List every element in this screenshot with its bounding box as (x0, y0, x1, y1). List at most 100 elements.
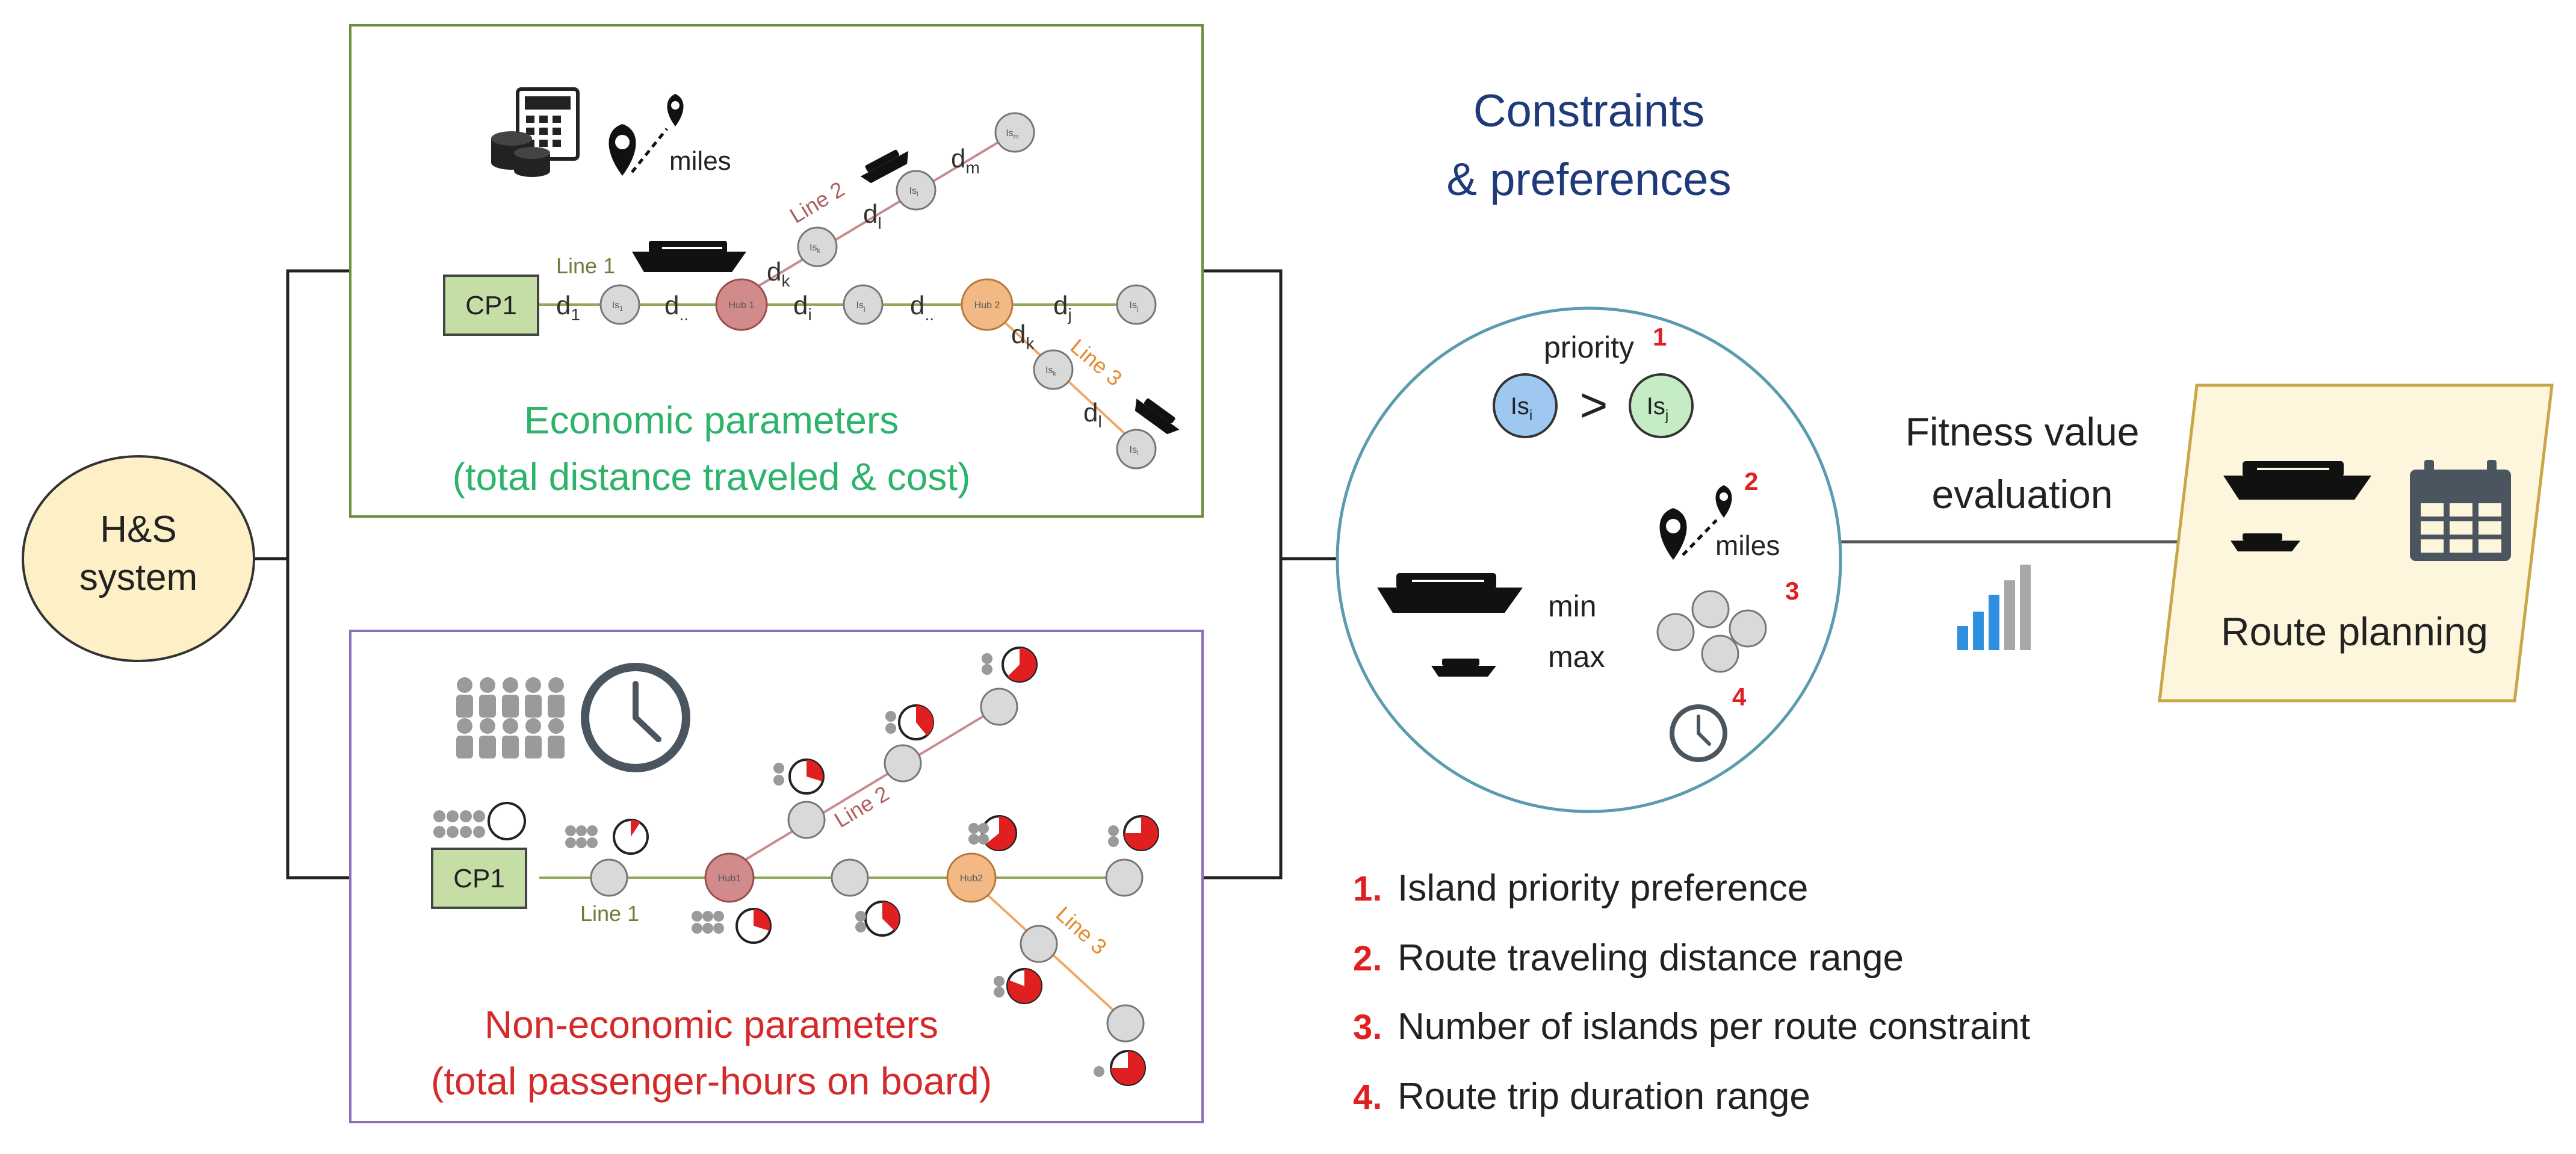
passengers-icon (565, 653, 1119, 1077)
svg-text:Isl: Isl (909, 186, 918, 198)
people-icon (456, 677, 565, 758)
economic-frame (349, 24, 1204, 518)
priority-island-i: Isi (1493, 373, 1558, 438)
economic-cp1-label: CP1 (465, 291, 517, 320)
svg-text:Hub 2: Hub 2 (974, 300, 1000, 311)
economic-island-node: Isl (1116, 429, 1157, 470)
economic-island-node: Ism (994, 112, 1035, 153)
noneconomic-island-node (1106, 1004, 1145, 1043)
ship-icon (1431, 659, 1496, 677)
pie-timer-icon (981, 815, 1017, 851)
svg-text:Isj: Isj (1130, 300, 1139, 312)
clock-icon (1670, 704, 1727, 762)
constraints-title-2: & preferences (1446, 154, 1731, 205)
legend-item: 1. Island priority preference (1353, 867, 1808, 909)
svg-text:Hub1: Hub1 (718, 873, 741, 884)
constraint-number: 3 (1785, 577, 1799, 605)
svg-text:Route trip duration range: Route trip duration range (1398, 1076, 1810, 1117)
pie-timer-icon (788, 758, 825, 795)
svg-text:Is1: Is1 (612, 300, 624, 312)
pie-timer-icon (898, 704, 934, 740)
pie-timer-icon (1123, 815, 1159, 851)
noneconomic-cp1-label: CP1 (453, 864, 505, 893)
legend-item: 3. Number of islands per route constrain… (1353, 1006, 2030, 1047)
location-pin-icon (608, 94, 684, 176)
distance-label: dl (863, 199, 882, 232)
noneconomic-panel: CP1 Hub1 Hub2 (349, 630, 1204, 1123)
calculator-icon (491, 87, 580, 177)
hs-system-node: H&S system (22, 455, 255, 662)
svg-text:Hub2: Hub2 (960, 873, 983, 884)
pie-timer-icon (613, 819, 649, 855)
constraint-number: 4 (1732, 683, 1747, 711)
svg-text:Route traveling distance range: Route traveling distance range (1398, 937, 1904, 979)
pie-timer-icon (488, 802, 526, 840)
svg-text:3.: 3. (1353, 1008, 1382, 1047)
route-planning-section: Route planning (2158, 383, 2554, 703)
priority-island-j: Isj (1629, 373, 1694, 438)
distance-label: di (793, 291, 812, 324)
max-label: max (1548, 640, 1605, 674)
constraints-miles-label: miles (1715, 530, 1780, 561)
svg-text:Isk: Isk (810, 243, 820, 255)
bar-chart-icon (1957, 565, 2031, 650)
svg-text:Isl: Isl (1130, 445, 1139, 457)
svg-text:Isj: Isj (1647, 393, 1668, 424)
ship-icon (860, 149, 909, 184)
constraints-section: Constraints & preferences priority 1 Isi… (1336, 85, 1842, 813)
ship-icon (2223, 461, 2371, 500)
economic-island-node: Isl (896, 170, 937, 211)
line1-label: Line 1 (556, 253, 615, 278)
pie-timer-icon (864, 901, 900, 937)
economic-title-1: Economic parameters (524, 399, 899, 442)
ship-icon (1377, 573, 1523, 613)
distance-label: d1 (556, 291, 580, 324)
fitness-section: Fitness value evaluation (1906, 409, 2140, 650)
ship-icon (2231, 533, 2300, 551)
distance-label: dj (1053, 291, 1072, 324)
line1-label: Line 1 (580, 901, 639, 926)
economic-island-node: Isj (1116, 284, 1157, 325)
priority-label: priority (1544, 330, 1634, 364)
route-planning-label: Route planning (2221, 609, 2488, 654)
islands-cluster-icon (1656, 590, 1767, 673)
constraint-number: 2 (1744, 467, 1758, 495)
noneconomic-island-node (884, 744, 922, 783)
priority-greater-symbol: > (1580, 378, 1608, 432)
hs-system-ellipse (22, 455, 255, 662)
distance-label: d.. (910, 291, 934, 324)
noneconomic-island-node (831, 858, 869, 897)
economic-island-node: Isk (1033, 349, 1074, 390)
fitness-label-1: Fitness value (1906, 409, 2140, 454)
calendar-icon (2410, 460, 2511, 561)
svg-text:Island priority preference: Island priority preference (1398, 867, 1808, 909)
legend-item: 4. Route trip duration range (1353, 1076, 1810, 1117)
connector-lines (254, 269, 2191, 879)
hs-system-label-2: system (79, 557, 197, 598)
svg-text:Number of islands per route co: Number of islands per route constraint (1398, 1006, 2030, 1047)
noneconomic-island-node (590, 858, 628, 897)
distance-label: d.. (664, 291, 689, 324)
economic-cp1-box (443, 275, 539, 336)
svg-text:Hub 1: Hub 1 (729, 300, 755, 311)
cp1-passengers-icon (433, 810, 485, 838)
noneconomic-title-1: Non-economic parameters (485, 1003, 938, 1046)
distance-label: dk (1011, 320, 1035, 353)
pie-timer-icon (735, 908, 772, 944)
economic-hub1-node: Hub 1 (715, 278, 768, 331)
noneconomic-island-node (787, 801, 826, 839)
constraints-legend: 1. Island priority preference 2. Route t… (1353, 867, 2030, 1117)
pie-timer-icon (1002, 647, 1038, 683)
economic-island-node: Isk (797, 226, 838, 267)
economic-miles-label: miles (669, 146, 731, 176)
ship-icon (1135, 398, 1180, 435)
distance-label: dk (767, 257, 790, 290)
distance-label: dl (1083, 398, 1102, 431)
svg-text:1.: 1. (1353, 869, 1382, 908)
economic-island-node: Is1 (599, 284, 640, 325)
noneconomic-hub1-node: Hub1 (704, 852, 755, 903)
clock-icon (581, 663, 690, 772)
min-label: min (1548, 589, 1597, 623)
pie-timer-icon (1110, 1050, 1146, 1086)
